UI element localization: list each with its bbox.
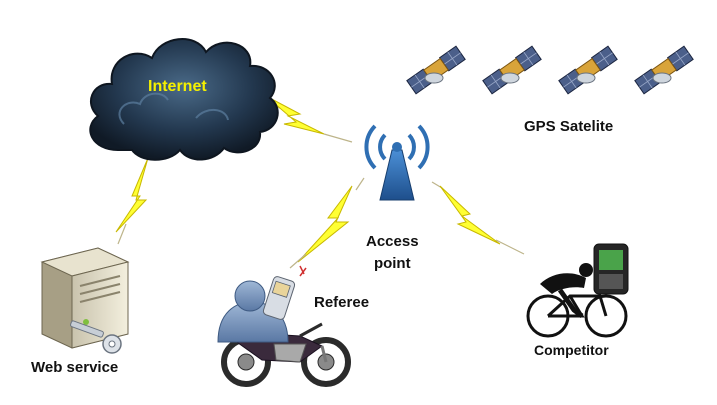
- key-icon: [70, 320, 122, 354]
- satellite-icon: [406, 45, 466, 95]
- server-icon: [40, 247, 130, 349]
- smartphone-icon: [593, 243, 629, 295]
- referee-label: Referee: [314, 294, 370, 311]
- access-point-label-line1: Access: [366, 233, 419, 250]
- link-internet-webservice: [115, 151, 153, 245]
- internet-label: Internet: [148, 78, 207, 95]
- access-point-label-line2: point: [373, 255, 411, 272]
- satellite-icon: [634, 45, 694, 95]
- cloud-icon: [89, 38, 279, 161]
- access-point-label: Access point: [366, 231, 419, 275]
- wifi-antenna-icon: [364, 124, 430, 201]
- satellite-icon: [558, 45, 618, 95]
- link-access-referee: [289, 177, 365, 269]
- phone-icon: [262, 265, 307, 320]
- gps-satelite-label: GPS Satelite: [524, 118, 614, 135]
- cyclist-icon: [526, 263, 628, 338]
- competitor-label: Competitor: [534, 342, 609, 358]
- web-service-label: Web service: [31, 359, 119, 376]
- satellite-icon: [482, 45, 542, 95]
- link-access-competitor: [431, 181, 525, 255]
